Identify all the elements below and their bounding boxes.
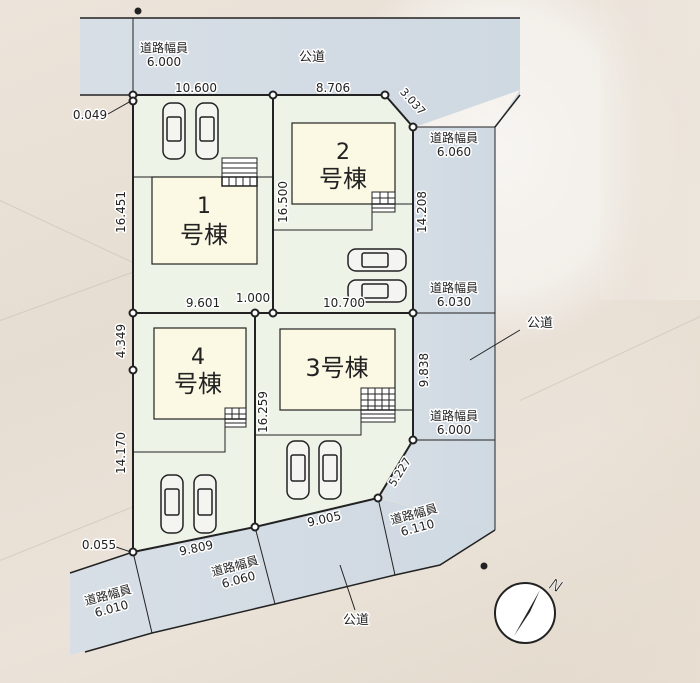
- building-2: [273, 122, 413, 231]
- dim-east-lot2: 14.208: [415, 191, 429, 233]
- road-east-mid-width-label: 道路幅員: [430, 280, 478, 295]
- dim-north-lot1: 10.600: [175, 81, 217, 95]
- road-north-width-label: 道路幅員: [140, 40, 188, 55]
- dim-west-lot4-upper: 4.349: [114, 324, 128, 358]
- dim-mid-lot2: 10.700: [323, 296, 365, 310]
- road-south: [69, 497, 496, 655]
- dim-east-lot3: 9.838: [417, 353, 431, 387]
- car-icon: [160, 474, 217, 534]
- road-south-label: 公道: [343, 613, 369, 628]
- building-1-number: 1: [197, 194, 211, 219]
- road-east-upper-width: 6.060: [437, 145, 471, 159]
- road-east-upper-width-label: 道路幅員: [430, 130, 478, 145]
- building-2-suffix: 号棟: [319, 165, 367, 193]
- building-1: [151, 157, 258, 265]
- benchmark-marker: [134, 7, 142, 15]
- road-east-lower-width-label: 道路幅員: [430, 408, 478, 423]
- building-3: [255, 328, 413, 436]
- dim-west-lot4-lower: 14.170: [114, 432, 128, 474]
- building-4: [133, 327, 247, 453]
- compass-icon: N: [494, 574, 565, 644]
- road-east-mid-width: 6.030: [437, 295, 471, 309]
- dim-north-lot2: 8.706: [316, 81, 350, 95]
- boundary-points: [128, 90, 418, 557]
- dim-mid-lot1: 9.601: [186, 296, 220, 310]
- road-north-label: 公道: [299, 50, 325, 65]
- compass-north-label: N: [546, 574, 565, 596]
- dim-lot3-west: 16.259: [256, 391, 270, 433]
- building-4-number: 4: [191, 345, 205, 370]
- road-east: [380, 90, 521, 530]
- car-icon: [347, 248, 407, 303]
- dim-lot2-west: 16.500: [276, 181, 290, 223]
- leader-line: [107, 100, 132, 115]
- leader-line: [112, 545, 132, 553]
- dim-west-lot1: 16.451: [114, 191, 128, 233]
- building-1-suffix: 号棟: [180, 221, 228, 249]
- benchmark-marker: [480, 562, 488, 570]
- car-icon: [286, 440, 342, 500]
- building-3-label: 3号棟: [305, 354, 368, 382]
- road-north-width: 6.000: [147, 55, 181, 69]
- building-4-suffix: 号棟: [174, 370, 222, 398]
- road-north: [80, 17, 520, 127]
- building-2-number: 2: [336, 140, 350, 165]
- dim-mid-gap: 1.000: [236, 291, 270, 305]
- dim-offset-sw: 0.055: [82, 538, 116, 552]
- road-east-label: 公道: [527, 316, 553, 331]
- road-east-lower-width: 6.000: [437, 423, 471, 437]
- background-curtain: [600, 0, 700, 300]
- car-icon: [162, 102, 219, 160]
- dim-offset-nw: 0.049: [73, 108, 107, 122]
